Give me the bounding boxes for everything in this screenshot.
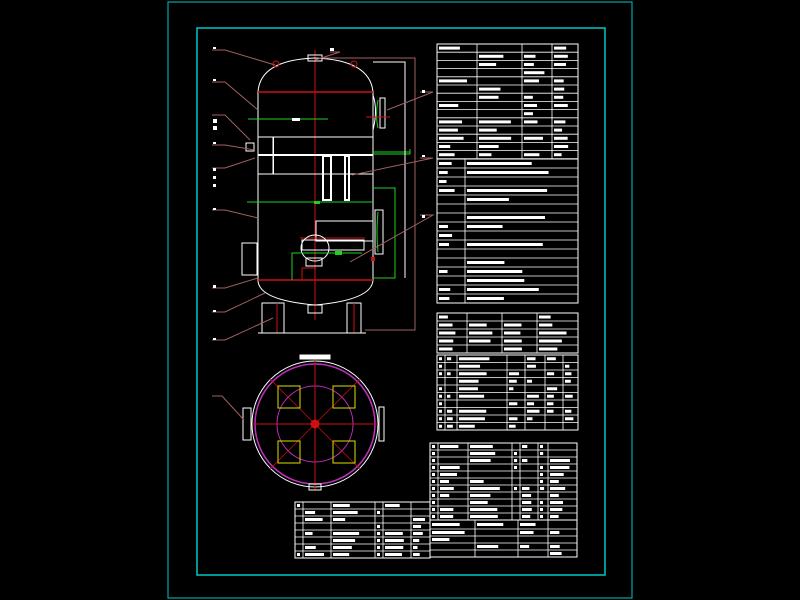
design-data-table: [436, 43, 579, 160]
nozzle-table: [436, 312, 579, 354]
inner-frame: [196, 27, 606, 576]
nozzle-list-table: [436, 354, 579, 431]
parts-list-upper: [429, 442, 578, 521]
parts-list-lower: [294, 501, 431, 559]
title-block-tables: [294, 43, 579, 559]
technical-requirements-table: [436, 158, 579, 304]
outer-frame: [167, 1, 633, 599]
title-block: [429, 519, 578, 558]
plan-view: [212, 354, 385, 491]
front-elevation-view: [212, 47, 435, 341]
